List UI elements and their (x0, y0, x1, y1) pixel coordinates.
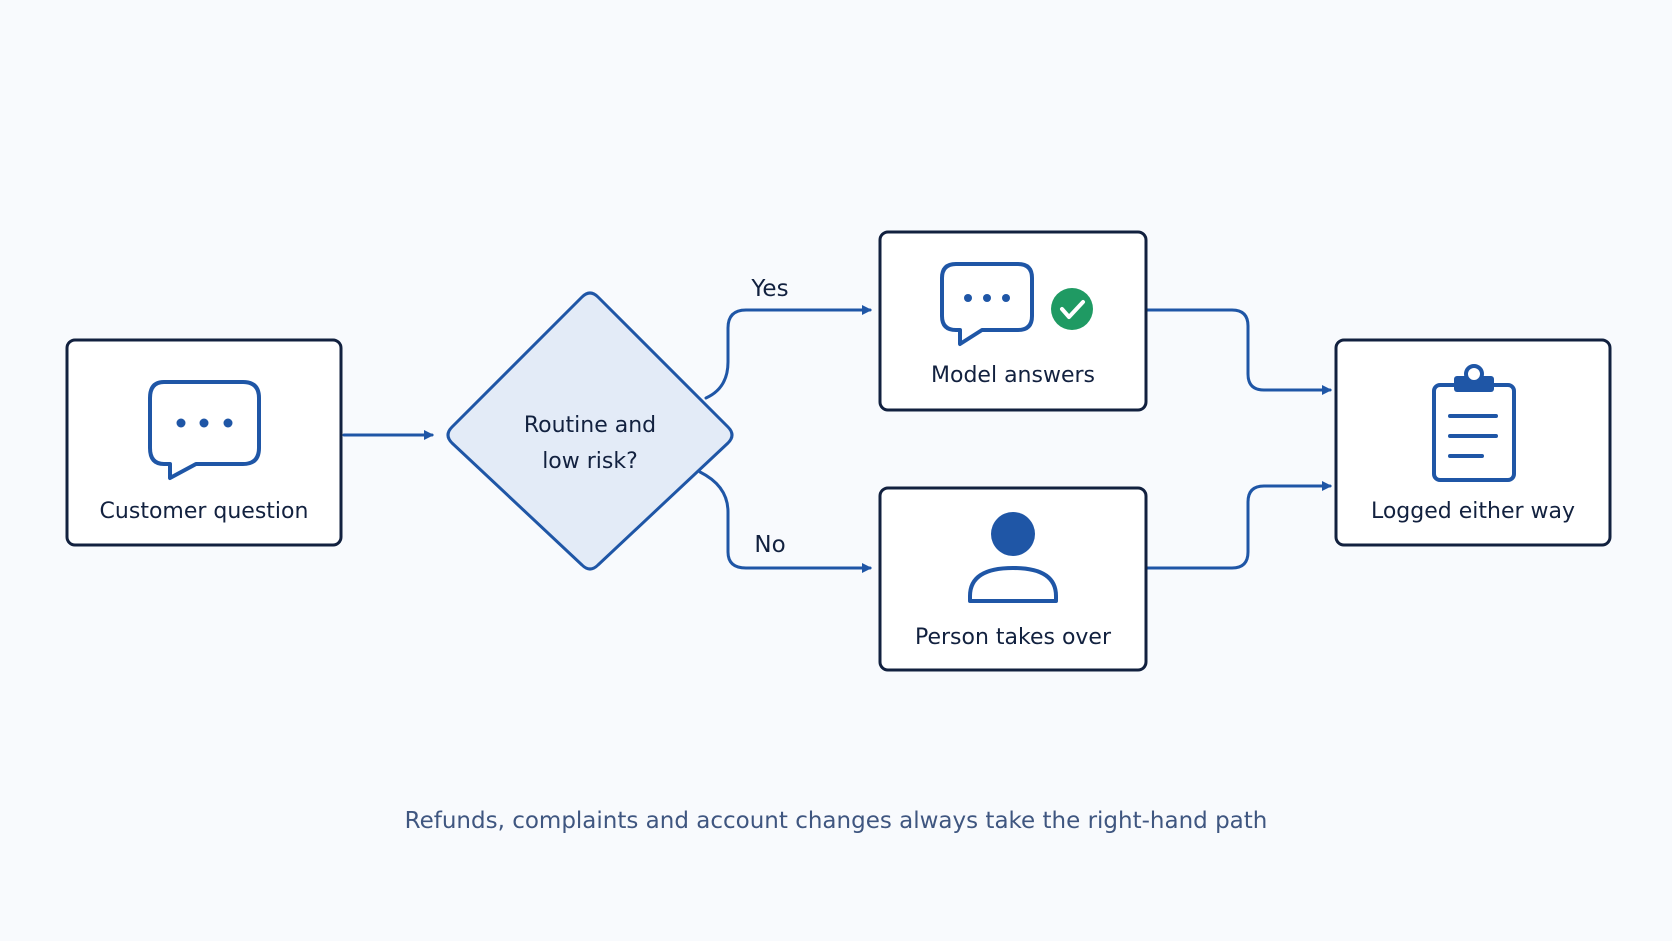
connectors (342, 305, 1332, 573)
no-label: No (754, 532, 785, 558)
node-model-answers: Model answers (878, 230, 1148, 412)
node-logged-either-way: Logged either way (1334, 338, 1612, 547)
speech-bubble-icon (148, 380, 261, 480)
logged-either-way-label: Logged either way (1371, 499, 1575, 524)
person-icon (968, 512, 1058, 603)
edge-person-to-logged (1144, 481, 1332, 570)
node-person-takes-over: Person takes over (878, 486, 1148, 672)
footnote-caption: Refunds, complaints and account changes … (404, 808, 1268, 834)
node-customer-question: Customer question (65, 338, 343, 547)
node-decision: Routine and low risk? (446, 291, 734, 571)
person-takes-over-label: Person takes over (915, 625, 1112, 650)
decision-label-line2: low risk? (542, 449, 638, 474)
clipboard-icon (1432, 364, 1516, 482)
check-circle-icon (1051, 288, 1093, 330)
decision-label-line1: Routine and (524, 413, 656, 438)
edge-decision-no (698, 470, 872, 573)
yes-label: Yes (750, 276, 788, 302)
customer-question-label: Customer question (100, 499, 309, 524)
edge-model-to-logged (1144, 308, 1332, 395)
edge-decision-yes (704, 305, 872, 400)
model-answers-label: Model answers (931, 363, 1095, 388)
speech-bubble-icon (940, 262, 1034, 346)
